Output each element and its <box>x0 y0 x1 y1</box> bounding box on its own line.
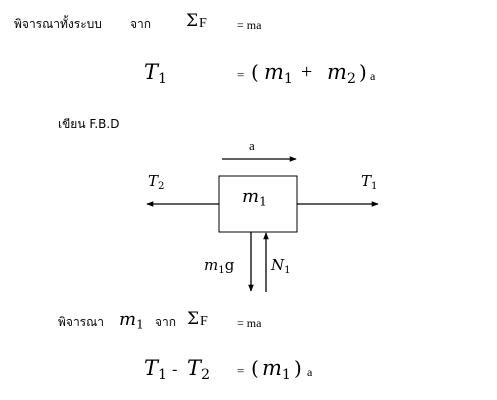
eq2-open-paren: ( <box>251 356 259 380</box>
sigma-symbol: Σ <box>186 11 199 31</box>
eq2-minus: - <box>172 361 178 378</box>
eq1-accel: a <box>370 69 376 83</box>
eq1-m1: m1 <box>264 60 293 87</box>
fbd-accel-label: a <box>249 138 255 153</box>
fbd-t1-label: T1 <box>361 172 378 192</box>
eq1-close-paren: ) <box>359 60 367 84</box>
eq2-equals: = <box>237 363 245 378</box>
from-word-2: จาก <box>155 315 177 329</box>
sigma-symbol-2: Σ <box>187 309 200 329</box>
eq2-close-paren: ) <box>294 356 302 380</box>
fbd-mass-label: m1 <box>242 186 267 209</box>
fbd-weight-label: m1g <box>204 256 235 276</box>
eq2-accel: a <box>307 365 313 379</box>
eq2-m1: m1 <box>262 356 291 383</box>
consider-m1-symbol: m1 <box>119 309 144 332</box>
eq1-lhs: T1 <box>144 60 168 87</box>
eq1-plus: + <box>301 61 313 83</box>
fbd-t2-label: T2 <box>148 172 165 192</box>
consider-system-label: พิจารณาทั้งระบบ <box>14 17 102 31</box>
force-symbol-2: F <box>200 314 208 329</box>
force-symbol: F <box>199 16 207 31</box>
fbd-normal-label: N1 <box>271 256 291 276</box>
newton-rhs: = ma <box>237 18 262 32</box>
mass-block <box>218 175 298 233</box>
eq2-t2: T2 <box>187 356 211 383</box>
draw-fbd-label: เขียน F.B.D <box>58 117 120 131</box>
from-word: จาก <box>130 17 152 31</box>
consider-m1-label: พิจารณา <box>58 315 104 329</box>
eq1-open-paren: ( <box>251 60 259 84</box>
eq1-equals: = <box>237 67 245 82</box>
eq1-m2: m2 <box>327 60 356 87</box>
newton-rhs-2: = ma <box>237 316 262 330</box>
eq2-t1: T1 <box>144 356 168 383</box>
